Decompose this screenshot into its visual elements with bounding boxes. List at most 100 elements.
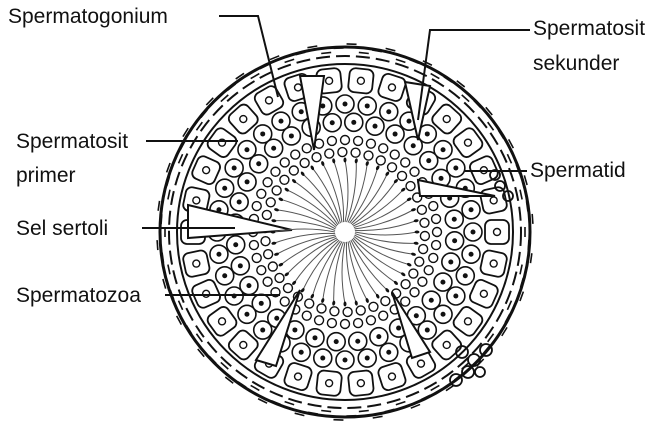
spermatid-cell — [366, 316, 375, 325]
spermatid-cell — [271, 167, 280, 176]
cell-nucleus — [376, 334, 381, 339]
cell-nucleus — [343, 358, 348, 363]
spermatid-cell — [420, 218, 429, 227]
spermatid-cell — [401, 280, 410, 289]
spermatid-cell — [341, 136, 350, 145]
spermatid-cell — [429, 253, 438, 262]
cell-nucleus — [441, 147, 446, 152]
spermatozoon-head — [310, 293, 315, 299]
spermatid-cell — [354, 136, 363, 145]
cell-nucleus — [244, 312, 249, 317]
cell-nucleus — [441, 312, 446, 317]
cell-nucleus — [292, 327, 297, 332]
spermatogonium-cell — [377, 361, 407, 391]
spermatogonium-cell — [377, 72, 407, 102]
cell-nucleus — [237, 199, 242, 204]
spermatid-cell — [327, 319, 336, 328]
spermatid-cell — [410, 288, 419, 297]
spermatozoa-tails — [271, 158, 420, 307]
wall-fiber — [507, 301, 511, 310]
spermatid-cell — [266, 198, 275, 207]
cell-nucleus — [299, 350, 304, 355]
spermatid-cell — [364, 151, 373, 160]
spermatozoon-head — [271, 219, 276, 223]
spermatozoon-tail — [277, 235, 336, 254]
spermatid-cell — [263, 277, 272, 286]
wall-fiber — [157, 240, 158, 250]
spermatogonium-cell — [348, 68, 374, 94]
wall-fiber — [179, 301, 183, 310]
cell-nucleus — [429, 298, 434, 303]
cell-nucleus — [439, 176, 444, 181]
spermatid-cell — [398, 171, 407, 180]
spermatozoon-head — [274, 208, 280, 212]
spermatid-cell — [252, 202, 261, 211]
spermatid-cell — [379, 311, 388, 320]
spermatid-cell — [354, 319, 363, 328]
spermatid-cell — [317, 304, 326, 313]
spermatogonium-cell — [190, 154, 222, 186]
spermatid-cell — [351, 148, 360, 157]
spermatid-cell — [420, 231, 429, 240]
wall-fiber — [530, 253, 531, 263]
spermatid-cell — [417, 205, 426, 214]
leader-spermatosit-sekunder — [418, 30, 530, 120]
spermatid-cell — [429, 202, 438, 211]
label-spermatosit-primer-line2: primer — [16, 164, 76, 187]
spermatogonium-cell — [468, 278, 500, 310]
cell-nucleus — [351, 120, 356, 125]
spermatozoon-head — [413, 219, 418, 223]
spermatozoon-head — [271, 231, 276, 234]
spermatid-cell — [401, 158, 410, 167]
spermatid-cell — [262, 210, 271, 219]
spermatid-cell — [291, 150, 300, 159]
spermatid-cell — [312, 153, 321, 162]
cell-nucleus — [386, 109, 391, 114]
cell-nucleus — [471, 230, 476, 235]
spermatogonium-cell — [485, 220, 509, 244]
cell-nucleus — [216, 252, 221, 257]
wall-fiber — [507, 154, 511, 163]
wall-fiber — [396, 59, 406, 62]
spermatogonium-cell — [316, 370, 342, 396]
spermatozoon-head — [365, 161, 369, 167]
cell-nucleus — [222, 186, 227, 191]
label-spermatosit-primer-line1: Spermatosit — [16, 130, 128, 153]
spermatid-cell — [432, 241, 441, 250]
spermatid-cell — [401, 297, 410, 306]
cell-nucleus — [260, 328, 265, 333]
spermatid-cell — [252, 253, 261, 262]
cell-nucleus — [232, 166, 237, 171]
spermatozoon-head — [271, 241, 276, 245]
wall-fiber — [373, 416, 383, 418]
wall-fiber — [251, 74, 260, 79]
cell-nucleus — [393, 132, 398, 137]
spermatid-cell — [381, 297, 390, 306]
spermatozoon-head — [278, 197, 284, 202]
cell-nucleus — [355, 339, 360, 344]
wall-fiber — [520, 190, 522, 200]
cell-nucleus — [233, 242, 238, 247]
spermatogonium-cell — [283, 361, 313, 391]
spermatozoon-head — [344, 158, 347, 163]
wall-fiber — [462, 95, 469, 102]
spermatid-cell — [289, 166, 298, 175]
cell-nucleus — [453, 294, 458, 299]
spermatozoon-tail — [348, 164, 367, 223]
cell-nucleus — [452, 238, 457, 243]
spermatid-cell — [300, 158, 309, 167]
spermatid-cell — [272, 186, 281, 195]
wall-fiber — [161, 214, 162, 224]
cell-nucleus — [425, 328, 430, 333]
label-spermatosit-sekunder-line1: Spermatosit — [533, 17, 645, 40]
cell-nucleus — [271, 146, 276, 151]
wall-fiber — [168, 265, 170, 275]
wall-fiber — [520, 265, 522, 275]
cell-nucleus — [407, 119, 412, 124]
spermatid-cell — [338, 148, 347, 157]
cell-nucleus — [373, 124, 378, 129]
spermatozoon-tail — [345, 160, 348, 222]
cell-nucleus — [299, 109, 304, 114]
spermatid-cell — [280, 175, 289, 184]
cell-nucleus — [469, 252, 474, 257]
